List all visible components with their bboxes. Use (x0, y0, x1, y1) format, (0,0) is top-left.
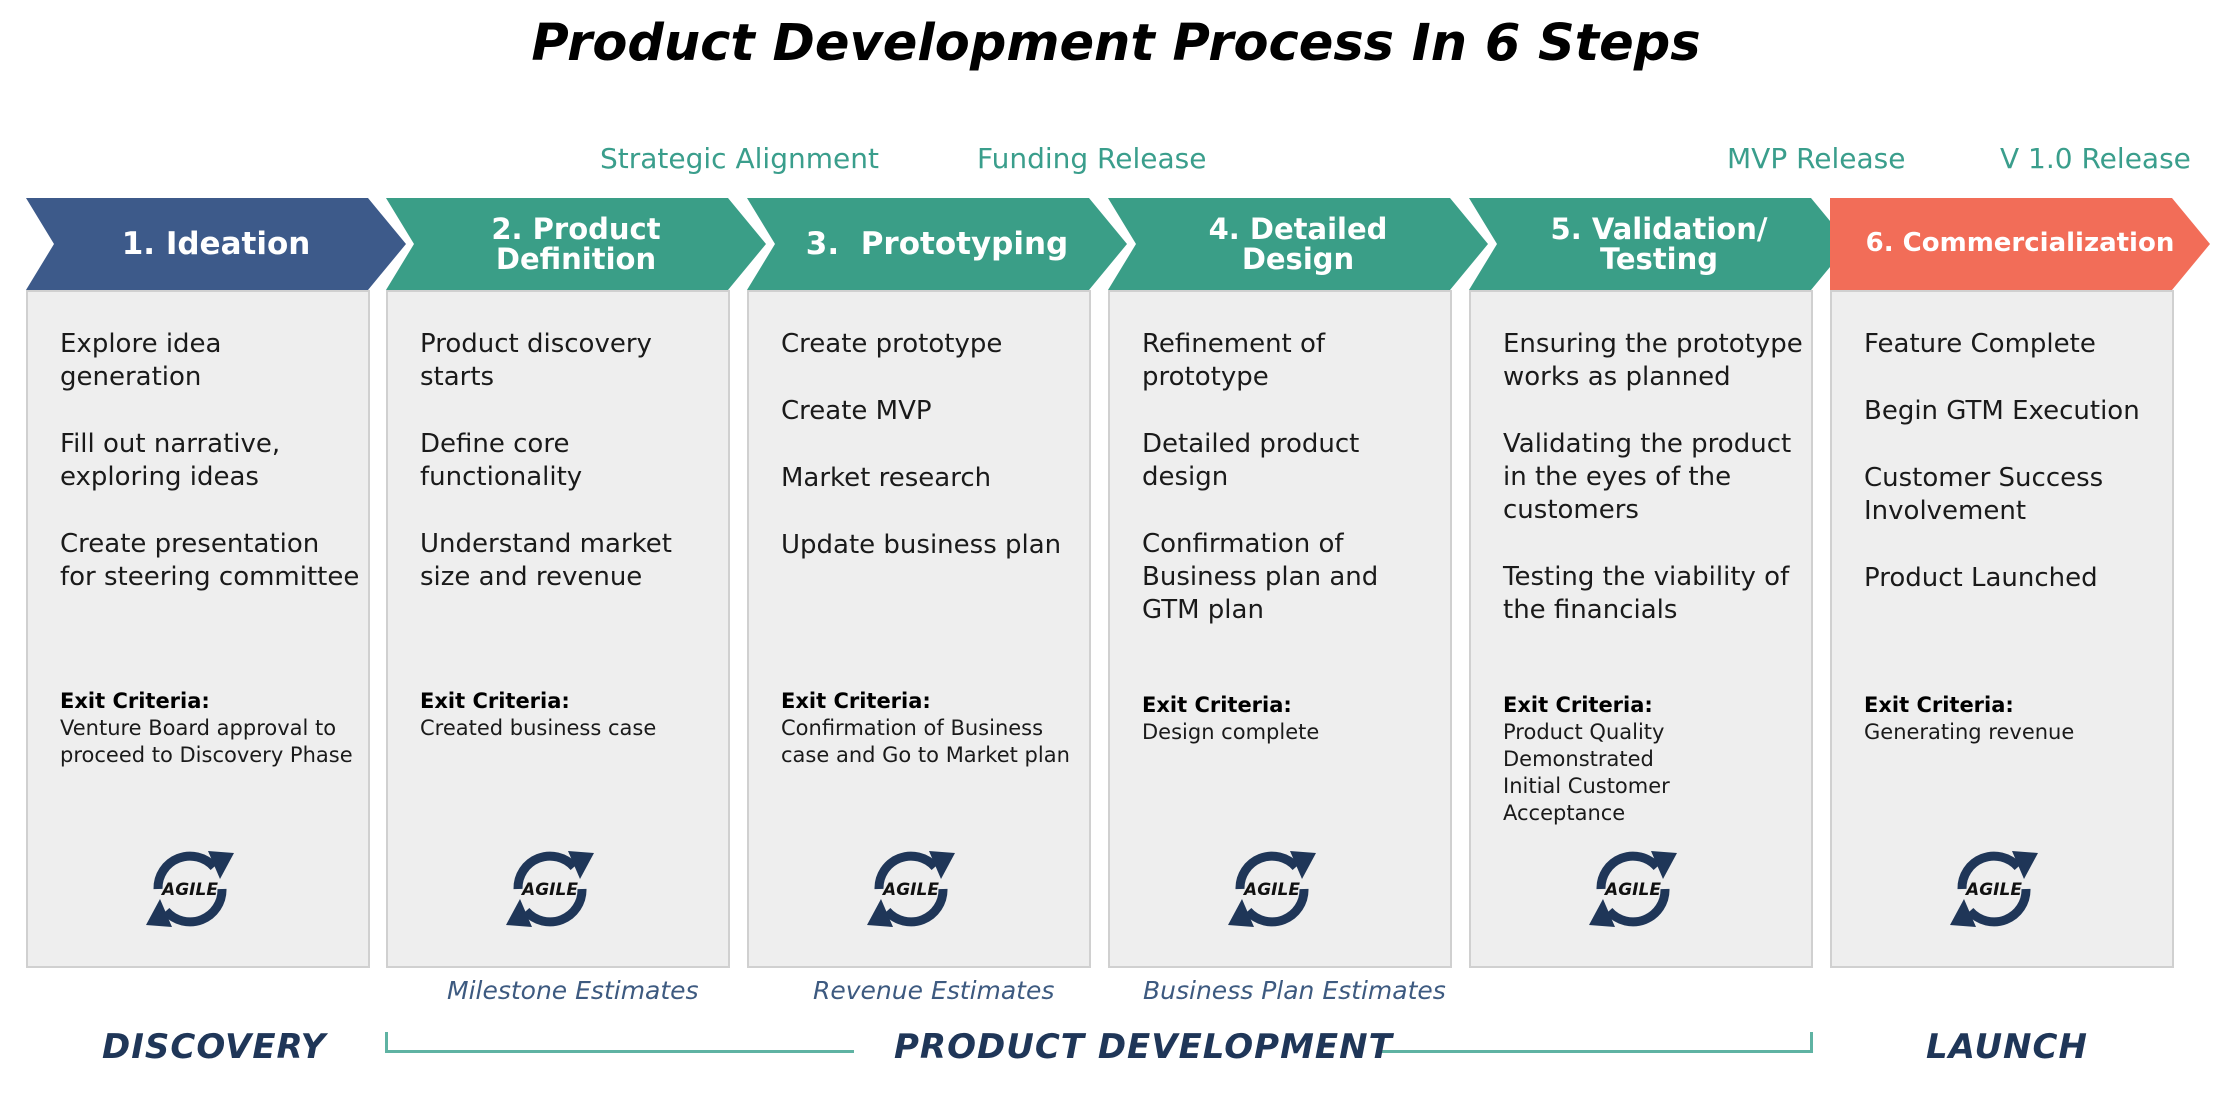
milestone-mvp-release: MVP Release (1727, 142, 1906, 175)
agile-label: AGILE (1603, 880, 1661, 900)
agile-cycle-icon: AGILE (146, 851, 234, 927)
list-item: Fill out narrative, exploring ideas (60, 429, 281, 492)
exit-criteria-label: Exit Criteria: (420, 689, 570, 713)
list-item: Product Launched (1864, 563, 2098, 593)
step-body-detailed-design: Refinement of prototype Detailed product… (1108, 290, 1452, 968)
exit-criteria: Exit Criteria: Venture Board approval to… (60, 688, 360, 769)
agile-label: AGILE (1242, 880, 1300, 900)
step-header-product-definition: 2. Product Definition (386, 198, 766, 290)
chevron-shape (747, 198, 1127, 290)
list-item: Create presentation for steering committ… (60, 529, 360, 592)
milestone-estimates-label: Milestone Estimates (447, 976, 699, 1005)
list-item: Feature Complete (1864, 329, 2096, 359)
step-title: 5. Validation/ Testing (1550, 211, 1768, 276)
step-items: Refinement of prototype Detailed product… (1142, 328, 1442, 661)
step-header-validation-testing: 5. Validation/ Testing (1469, 198, 1849, 290)
chevron-shape (1830, 198, 2210, 290)
step-column-commercialization: Feature Complete Begin GTM Execution Cus… (1830, 198, 2210, 970)
agile-label: AGILE (1964, 880, 2022, 900)
exit-criteria: Exit Criteria: Product Quality Demonstra… (1503, 692, 1703, 827)
chevron-shape (1108, 198, 1488, 290)
list-item: Begin GTM Execution (1864, 396, 2140, 426)
step-column-validation-testing: Ensuring the prototype works as planned … (1469, 198, 1849, 970)
exit-criteria: Exit Criteria: Design complete (1142, 692, 1442, 746)
step-column-prototyping: Create prototype Create MVP Market resea… (747, 198, 1127, 970)
step-column-detailed-design: Refinement of prototype Detailed product… (1108, 198, 1488, 970)
exit-criteria-label: Exit Criteria: (1503, 693, 1653, 717)
list-item: Create prototype (781, 329, 1003, 359)
step-title: 4. Detailed Design (1208, 211, 1388, 276)
step-title: 2. Product Definition (491, 211, 661, 276)
step-items: Feature Complete Begin GTM Execution Cus… (1864, 328, 2164, 629)
phase-product-development: PRODUCT DEVELOPMENT (894, 1027, 1393, 1067)
agile-cycle-icon: AGILE (867, 851, 955, 927)
step-title: 1. Ideation (121, 225, 311, 262)
milestone-v1-release: V 1.0 Release (2000, 142, 2191, 175)
exit-criteria-text: Venture Board approval to proceed to Dis… (60, 716, 353, 767)
step-items: Explore idea generation Fill out narrati… (60, 328, 360, 628)
exit-criteria-text: Design complete (1142, 720, 1320, 744)
list-item: Ensuring the prototype works as planned (1503, 329, 1803, 392)
step-body-ideation: Explore idea generation Fill out narrati… (26, 290, 370, 968)
agile-cycle-icon: AGILE (506, 851, 594, 927)
chevron-shape (1469, 198, 1849, 290)
exit-criteria-text: Product Quality Demonstrated Initial Cus… (1503, 720, 1670, 825)
list-item: Understand market size and revenue (420, 529, 672, 592)
list-item: Refinement of prototype (1142, 329, 1326, 392)
exit-criteria: Exit Criteria: Confirmation of Business … (781, 688, 1081, 769)
exit-criteria-label: Exit Criteria: (1142, 693, 1292, 717)
list-item: Define core functionality (420, 429, 583, 492)
step-header-detailed-design: 4. Detailed Design (1108, 198, 1488, 290)
step-body-product-definition: Product discovery starts Define core fun… (386, 290, 730, 968)
list-item: Product discovery starts (420, 329, 652, 392)
step-header-ideation: 1. Ideation (26, 198, 406, 290)
phase-bracket-left (385, 1032, 854, 1053)
chevron-shape (386, 198, 766, 290)
phase-launch: LAUNCH (1926, 1027, 2088, 1067)
agile-label: AGILE (881, 880, 939, 900)
revenue-estimates-label: Revenue Estimates (813, 976, 1055, 1005)
list-item: Validating the product in the eyes of th… (1503, 429, 1792, 525)
page-title: Product Development Process In 6 Steps (531, 14, 1701, 73)
list-item: Customer Success Involvement (1864, 463, 2104, 526)
step-column-ideation: Explore idea generation Fill out narrati… (26, 198, 406, 970)
chevron-shape (26, 198, 406, 290)
step-title: 6. Commercialization (1865, 228, 2175, 259)
step-body-validation-testing: Ensuring the prototype works as planned … (1469, 290, 1813, 968)
step-column-product-definition: Product discovery starts Define core fun… (386, 198, 766, 970)
list-item: Market research (781, 463, 992, 493)
exit-criteria: Exit Criteria: Created business case (420, 688, 720, 742)
step-items: Create prototype Create MVP Market resea… (781, 328, 1081, 596)
agile-label: AGILE (520, 880, 578, 900)
exit-criteria-text: Confirmation of Business case and Go to … (781, 716, 1070, 767)
list-item: Update business plan (781, 530, 1062, 560)
phase-discovery: DISCOVERY (102, 1027, 327, 1067)
exit-criteria-text: Generating revenue (1864, 720, 2075, 744)
exit-criteria-label: Exit Criteria: (781, 689, 931, 713)
exit-criteria-label: Exit Criteria: (60, 689, 210, 713)
list-item: Detailed product design (1142, 429, 1360, 492)
list-item: Create MVP (781, 396, 932, 426)
exit-criteria-label: Exit Criteria: (1864, 693, 2014, 717)
step-header-prototyping: 3. Prototyping (747, 198, 1127, 290)
exit-criteria-text: Created business case (420, 716, 657, 740)
step-body-prototyping: Create prototype Create MVP Market resea… (747, 290, 1091, 968)
list-item: Testing the viability of the financials (1503, 562, 1790, 625)
milestone-funding-release: Funding Release (977, 142, 1207, 175)
step-items: Ensuring the prototype works as planned … (1503, 328, 1803, 661)
agile-cycle-icon: AGILE (1228, 851, 1316, 927)
agile-cycle-icon: AGILE (1950, 851, 2038, 927)
step-header-commercialization: 6. Commercialization (1830, 198, 2210, 290)
step-title: 3. Prototyping (805, 225, 1069, 262)
milestone-strategic-alignment: Strategic Alignment (600, 142, 879, 175)
agile-cycle-icon: AGILE (1589, 851, 1677, 927)
phase-bracket-right (1376, 1032, 1813, 1053)
list-item: Explore idea generation (60, 329, 222, 392)
agile-label: AGILE (160, 880, 218, 900)
list-item: Confirmation of Business plan and GTM pl… (1142, 529, 1379, 625)
step-body-commercialization: Feature Complete Begin GTM Execution Cus… (1830, 290, 2174, 968)
exit-criteria: Exit Criteria: Generating revenue (1864, 692, 2164, 746)
step-items: Product discovery starts Define core fun… (420, 328, 720, 628)
business-plan-estimates-label: Business Plan Estimates (1143, 976, 1446, 1005)
